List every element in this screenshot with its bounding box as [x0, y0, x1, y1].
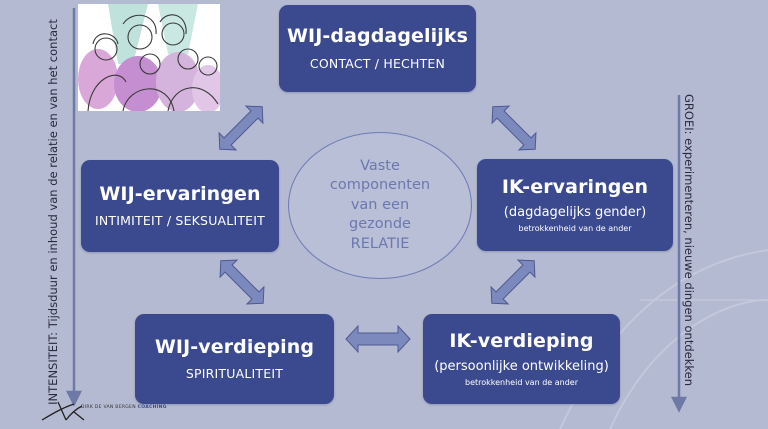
growth-axis-label: GROEI: experimenteren, nieuwe dingen ont…	[682, 94, 696, 386]
center-ellipse: Vaste componenten van een gezonde RELATI…	[288, 132, 472, 279]
logo-prefix: DIRK DE VAN BERGEN	[81, 405, 136, 410]
center-line-1: Vaste	[360, 157, 400, 174]
box-subtitle: CONTACT / HECHTEN	[309, 55, 446, 71]
arrow-bottom-right	[490, 259, 536, 305]
center-line-5: RELATIE	[350, 235, 410, 252]
coaching-logo	[41, 401, 85, 421]
box-wij-verdieping: WIJ-verdieping SPIRITUALITEIT	[135, 314, 334, 404]
logo-suffix: COACHING	[137, 405, 167, 410]
family-photo	[78, 4, 220, 111]
arrow-top-left	[218, 105, 264, 151]
box-subtitle: INTIMITEIT / SEKSUALITEIT	[94, 213, 265, 229]
box-ik-ervaringen: IK-ervaringen (dagdagelijks gender) betr…	[477, 159, 673, 251]
box-title: WIJ-verdieping	[154, 335, 315, 358]
center-line-3: van een	[350, 196, 410, 213]
box-title: IK-ervaringen	[501, 176, 649, 199]
left-axis-arrowhead	[65, 390, 83, 407]
box-subtitle: (persoonlijke ontwikkeling)	[434, 358, 609, 374]
center-line-4: gezonde	[349, 216, 411, 233]
box-title: WIJ-ervaringen	[99, 182, 261, 205]
box-subtitle: (dagdagelijks gender)	[503, 204, 647, 220]
box-note: betrokkenheid van de ander	[464, 377, 578, 387]
box-title: IK-verdieping	[449, 330, 594, 353]
intensity-axis-label: INTENSITEIT: Tijdsduur en inhoud van de …	[46, 19, 60, 405]
logo-text: DIRK DE VAN BERGEN COACHING	[81, 405, 167, 410]
box-subtitle: SPIRITUALITEIT	[185, 366, 284, 382]
box-ik-verdieping: IK-verdieping (persoonlijke ontwikkeling…	[423, 314, 620, 404]
arrow-top-right	[491, 105, 537, 151]
arrow-bottom-left	[219, 259, 265, 305]
right-axis-arrowhead	[670, 396, 688, 413]
box-wij-dagdagelijks: WIJ-dagdagelijks CONTACT / HECHTEN	[279, 5, 476, 92]
arrow-horizontal	[345, 324, 411, 354]
center-line-2: componenten	[329, 177, 431, 194]
box-note: betrokkenheid van de ander	[518, 223, 632, 233]
box-wij-ervaringen: WIJ-ervaringen INTIMITEIT / SEKSUALITEIT	[81, 160, 279, 252]
box-title: WIJ-dagdagelijks	[287, 25, 468, 48]
